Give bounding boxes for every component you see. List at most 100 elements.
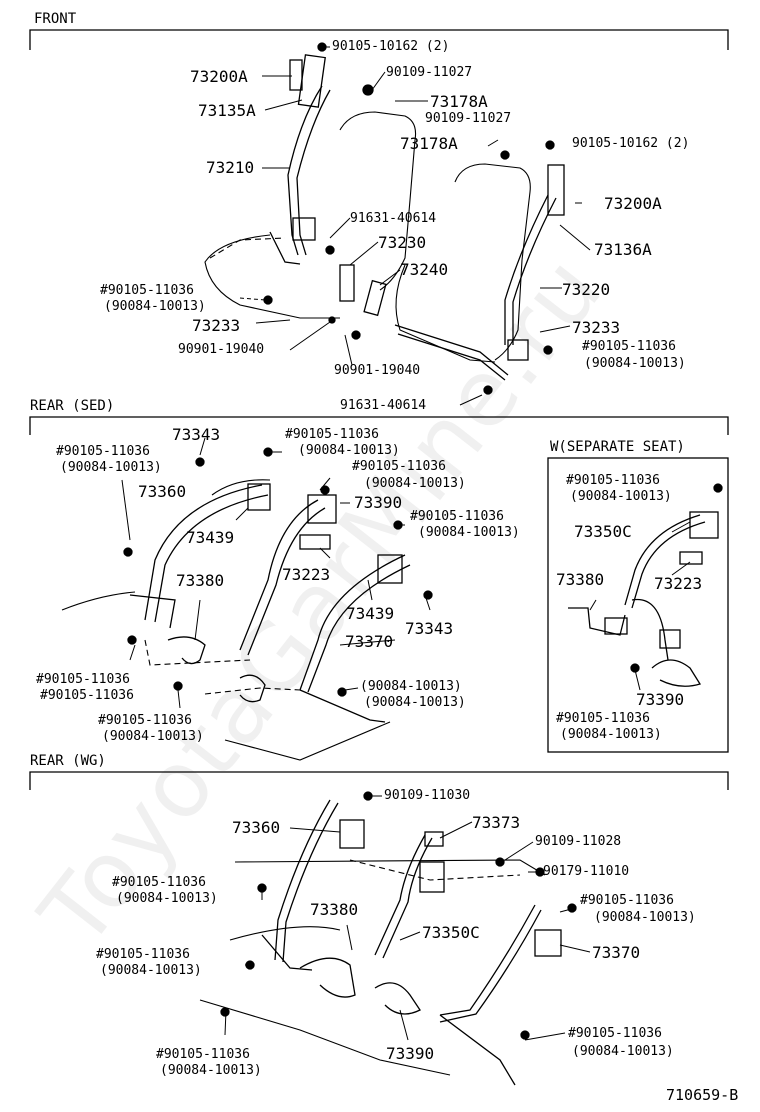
part-label: (90084-10013) [594,910,696,925]
part-label: 73390 [354,493,403,512]
part-label: (90084-10013) [570,489,672,504]
part-label: #90105-11036 [568,1026,662,1041]
rear-sed-seat [61,479,391,761]
part-label: 73135A [198,101,256,120]
part-label: (90084-10013) [298,443,400,458]
part-label: 91631-40614 [350,211,437,226]
part-label: (90084-10013) [418,525,520,540]
part-label: 73360 [232,818,281,837]
part-label: 73343 [172,425,221,444]
part-label: (90084-10013) [360,679,462,694]
separate-leaders [589,521,691,691]
part-label: #90105-11036 [580,893,674,908]
part-label: 90179-11010 [543,864,630,879]
part-label: 73136A [594,240,652,259]
part-label: 73439 [186,528,235,547]
front-belt-73220 [394,164,565,381]
part-label: 73343 [405,619,454,638]
part-label: #90105-11036 [100,283,194,298]
part-label: #90105-11036 [352,459,446,474]
part-label: 73390 [386,1044,435,1063]
front-bolts [263,42,555,395]
part-label: 73178A [400,134,458,153]
rear-wg-belt-73360 [261,799,365,971]
part-label: 73370 [345,632,394,651]
part-label: #90105-11036 [566,473,660,488]
part-label: 73223 [654,574,703,593]
part-label: #90105-11036 [98,713,192,728]
part-label: 73200A [190,67,248,86]
part-label: 73370 [592,943,641,962]
part-label: 90901-19040 [334,363,421,378]
rear-wg-bolts [220,791,577,1040]
part-label: #90105-11036 [556,711,650,726]
part-label: 73439 [346,604,395,623]
part-label: 73380 [310,900,359,919]
part-label: 73230 [378,233,427,252]
part-label: 91631-40614 [340,398,427,413]
part-label: #90105-11036 [112,875,206,890]
part-label: (90084-10013) [100,963,202,978]
separate-bolts [630,483,723,673]
section-title-rear-sed: REAR (SED) [30,398,115,414]
part-label: 90105-10162 (2) [572,136,690,151]
part-label: (90084-10013) [584,356,686,371]
diagram-code: 710659-B [666,1086,739,1104]
rear-wg-belt-73370 [439,904,562,1086]
part-label: 90105-10162 (2) [332,39,450,54]
front-leaders [239,46,591,406]
part-label: (90084-10013) [102,729,204,744]
part-label: 73390 [636,690,685,709]
part-label: 90901-19040 [178,342,265,357]
part-label: 90109-11027 [425,111,512,126]
part-label: 73380 [556,570,605,589]
rear-wg-leaders [224,795,591,1041]
part-label: (90084-10013) [104,299,206,314]
rear-wg-center [299,831,445,1015]
part-label: #90105-11036 [40,688,134,703]
part-label: (90084-10013) [116,891,218,906]
part-label: #90105-11036 [156,1047,250,1062]
part-label: 73373 [472,813,521,832]
part-label: 73360 [138,482,187,501]
rear-sed-bolts [123,447,433,697]
front-seat-right [395,163,531,363]
part-label: 73178A [430,92,488,111]
part-label: (90084-10013) [160,1063,262,1078]
section-title-front: FRONT [34,11,77,27]
part-label: 73350C [422,923,480,942]
part-label: 73223 [282,565,331,584]
part-label: 73200A [604,194,662,213]
part-label: 90109-11028 [535,834,622,849]
part-label: 73233 [192,316,241,335]
part-label: (90084-10013) [560,727,662,742]
section-title-rear-wg: REAR (WG) [30,753,106,769]
rear-sed-belt-73370 [299,554,411,723]
part-label: (90084-10013) [60,460,162,475]
part-label: 90109-11030 [384,788,471,803]
rear-sed-center-belt [167,494,337,703]
part-label: 73380 [176,571,225,590]
part-label: 90109-11027 [386,65,473,80]
section-title-separate-seat: W(SEPARATE SEAT) [550,439,685,455]
part-label: #90105-11036 [56,444,150,459]
rear-sed-belt-73360 [129,483,271,629]
part-label: (90084-10013) [572,1044,674,1059]
front-belt-73210 [287,54,331,256]
part-label: (90084-10013) [364,476,466,491]
part-label: #90105-11036 [582,339,676,354]
front-buckles [269,231,387,317]
part-label: 73233 [572,318,621,337]
part-label: #90105-11036 [36,672,130,687]
part-label: 73350C [574,522,632,541]
part-label: 73240 [400,260,449,279]
part-label: 73210 [206,158,255,177]
part-label: #90105-11036 [285,427,379,442]
rear-sed-leaders [121,437,431,709]
part-label: #90105-11036 [96,947,190,962]
front-seat-left [204,111,417,319]
part-label: 73220 [562,280,611,299]
section-brackets [29,29,729,790]
separate-belts [568,511,719,687]
